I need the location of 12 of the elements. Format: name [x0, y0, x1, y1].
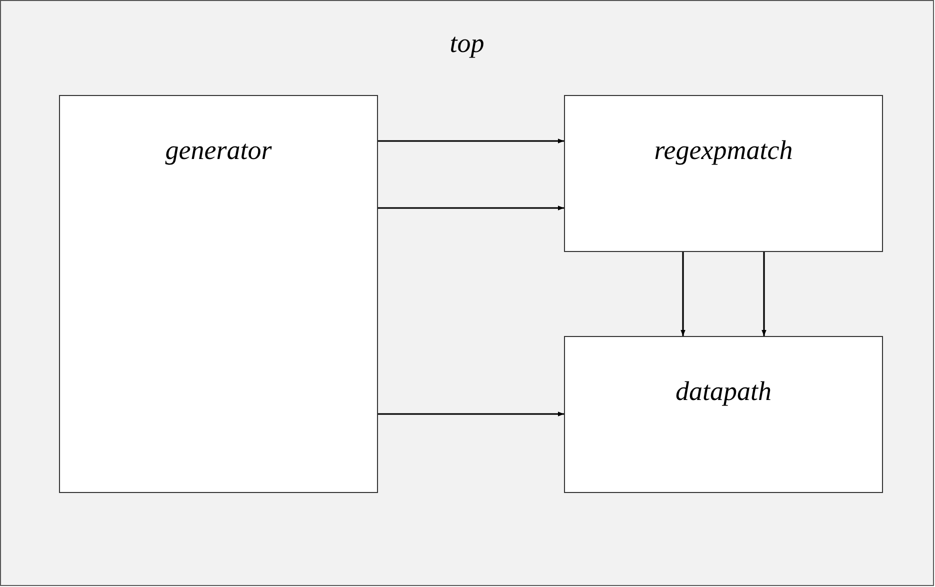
module-label: generator — [165, 134, 272, 166]
module-label: regexpmatch — [654, 134, 793, 166]
module-box — [564, 95, 883, 252]
arrow — [378, 206, 564, 210]
arrow — [378, 138, 564, 144]
module-box — [59, 95, 378, 493]
module-label: datapath — [675, 375, 772, 407]
arrow — [762, 252, 766, 336]
arrow — [680, 252, 686, 336]
arrow — [378, 412, 564, 416]
module-label: top — [450, 27, 484, 59]
module-box — [564, 336, 883, 493]
